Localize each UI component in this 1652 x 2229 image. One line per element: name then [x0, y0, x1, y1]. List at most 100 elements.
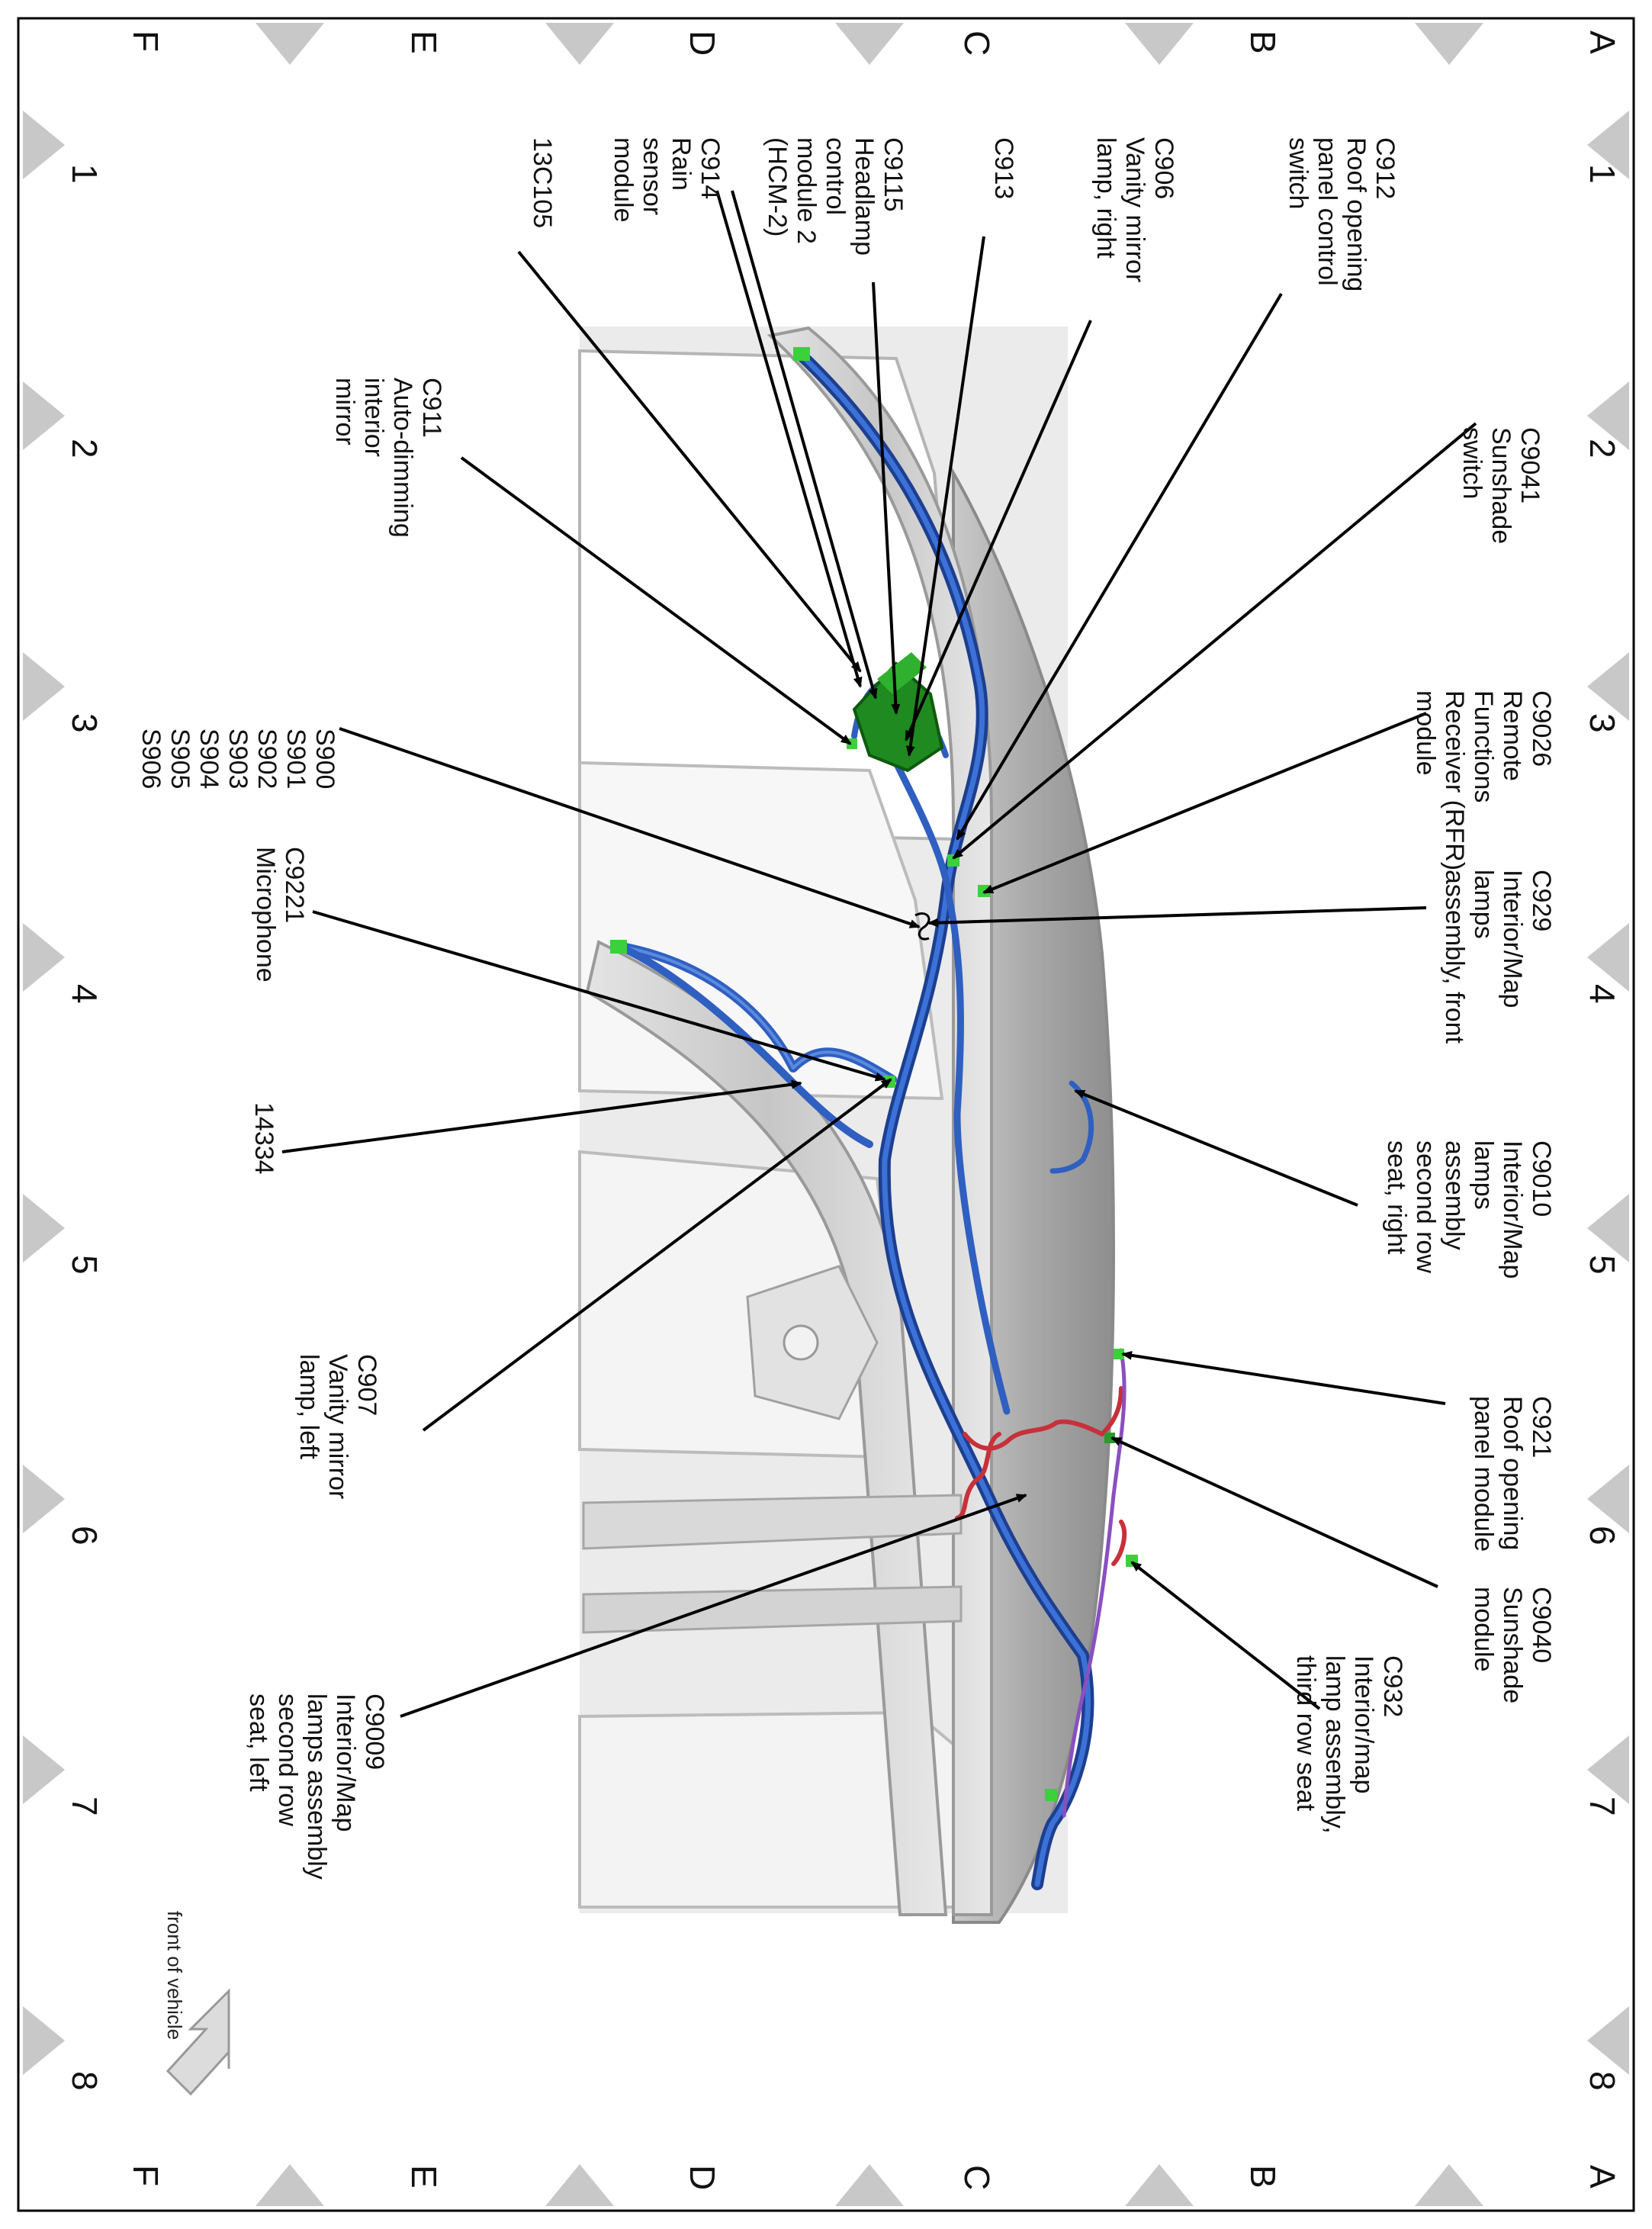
grid-number-right: 2 [1583, 439, 1622, 458]
callout-c13c105-line: 13C105 [528, 137, 557, 228]
front-of-vehicle-arrow [166, 1988, 230, 2096]
roof-illustration [578, 326, 1115, 1924]
grid-zone-triangle [23, 381, 65, 450]
callout-c9026-line: Remote [1498, 690, 1527, 781]
grid-number-right: 5 [1583, 1255, 1622, 1275]
callout-c907-line: Vanity mirror [323, 1354, 352, 1499]
grid-zone-triangle [1415, 23, 1483, 65]
callout-c9009-line: C9009 [360, 1693, 389, 1770]
grid-letter-top: F [126, 31, 166, 52]
callout-c913-line: C913 [989, 137, 1018, 199]
callout-c9041-line: C9041 [1515, 427, 1544, 503]
grid-number-right: 7 [1583, 1796, 1622, 1816]
grid-letter-bottom: E [404, 2165, 444, 2189]
grid-zone-triangle [1587, 1465, 1629, 1533]
grid-number-left: 8 [65, 2071, 104, 2091]
callout-c912-line: Roof opening [1342, 137, 1371, 291]
grid-zone-triangle [256, 2164, 324, 2206]
grid-zone-triangle [23, 1194, 65, 1262]
callout-s900-line: S902 [252, 729, 281, 789]
callout-c9010-line: C9010 [1527, 1140, 1556, 1217]
callout-c911-line: C911 [417, 378, 446, 438]
grid-letter-top: E [404, 31, 444, 54]
callout-c9026-line: C9026 [1527, 690, 1556, 767]
callout-c9026-line: module [1411, 690, 1440, 776]
callout-c9040-line: module [1469, 1587, 1498, 1672]
callout-c9026-line: Functions [1469, 690, 1498, 803]
grid-zone-triangle [256, 23, 324, 65]
grid-zone-triangle [23, 923, 65, 992]
callout-c932-line: Interior/map [1349, 1655, 1378, 1793]
callout-s900-line: S903 [223, 729, 252, 789]
grid-number-right: 3 [1583, 713, 1622, 733]
grid-zone-triangle [1587, 923, 1629, 992]
callout-c907-line: lamp, left [294, 1354, 323, 1459]
callout-c929-line: assembly, front [1440, 870, 1469, 1044]
grid-letter-top: D [683, 31, 722, 56]
callout-c907-line: C907 [352, 1354, 381, 1416]
grid-number-left: 5 [65, 1255, 104, 1275]
grid-letter-bottom: A [1583, 2165, 1622, 2189]
callout-c9221-line: Microphone [251, 847, 280, 983]
grid-number-left: 6 [65, 1526, 104, 1546]
callout-c9010-line: seat, right [1382, 1140, 1411, 1255]
connector-c912 [793, 347, 810, 361]
callout-c932-line: C932 [1378, 1655, 1407, 1717]
callout-c929-line: C929 [1527, 870, 1556, 931]
callout-c911-line: mirror [330, 378, 359, 445]
grid-zone-triangle [23, 1735, 65, 1804]
callout-c9009-line: seat, left [244, 1693, 273, 1792]
callout-c9115-line: (HCM-2) [763, 137, 792, 236]
grid-letter-top: C [957, 31, 997, 56]
wiring-harness [613, 349, 1127, 1890]
grid-zone-triangle [1125, 2164, 1194, 2206]
callout-c921-line: panel module [1469, 1396, 1498, 1552]
grid-zone-triangle [1587, 652, 1629, 721]
grid-zone-triangle [1587, 111, 1629, 179]
callout-s900-line: S900 [310, 729, 339, 789]
grid-number-right: 4 [1583, 984, 1622, 1004]
callout-c914-line: module [609, 137, 638, 223]
grid-zone-triangle [23, 1465, 65, 1533]
connector-c921 [1114, 1349, 1124, 1359]
callout-c921-line: Roof opening [1498, 1396, 1527, 1550]
splice-s900-group [914, 912, 930, 941]
callout-c9115-line: control [821, 137, 850, 215]
callout-c921-line: C921 [1527, 1396, 1556, 1458]
callout-c932-line: lamp assembly, [1320, 1655, 1349, 1834]
grid-number-right: 8 [1583, 2071, 1622, 2091]
callout-c9115-line: C9115 [879, 137, 908, 212]
callout-c9115-line: module 2 [792, 137, 821, 244]
callout-c9115-line: Headlamp [850, 137, 879, 256]
grid-zone-triangle [545, 23, 614, 65]
leader-lines [281, 190, 1477, 1718]
callout-c906-line: Vanity mirror [1120, 137, 1149, 282]
callout-c9009-line: second row [273, 1693, 302, 1826]
grid-number-left: 2 [65, 439, 104, 458]
front-of-vehicle-label: front of vehicle [163, 1911, 186, 2040]
callout-c929-line: Interior/Map [1498, 870, 1527, 1008]
callout-c911-line: Auto-dimming [388, 378, 417, 538]
grid-zone-triangle [545, 2164, 614, 2206]
callout-c914-line: C914 [696, 137, 725, 199]
grid-number-left: 7 [65, 1796, 104, 1816]
callout-c906-line: C906 [1149, 137, 1178, 199]
callout-c906-line: lamp, right [1091, 137, 1120, 259]
grid-letter-bottom: B [1243, 2165, 1283, 2189]
callout-c9010-line: Interior/Map [1498, 1140, 1527, 1279]
grid-zone-markers [23, 23, 1629, 2206]
grid-zone-triangle [23, 652, 65, 721]
callout-c914-line: sensor [638, 137, 667, 215]
grid-number-right: 1 [1583, 164, 1622, 184]
callout-c9041-line: Sunshade [1486, 427, 1515, 544]
callout-s900-line: S901 [281, 729, 310, 789]
callout-c912-line: C912 [1371, 137, 1400, 199]
grid-letter-top: A [1583, 31, 1622, 54]
connector-14334-end [610, 940, 627, 954]
callout-c9010-line: assembly [1440, 1140, 1469, 1250]
grid-number-left: 3 [65, 713, 104, 733]
